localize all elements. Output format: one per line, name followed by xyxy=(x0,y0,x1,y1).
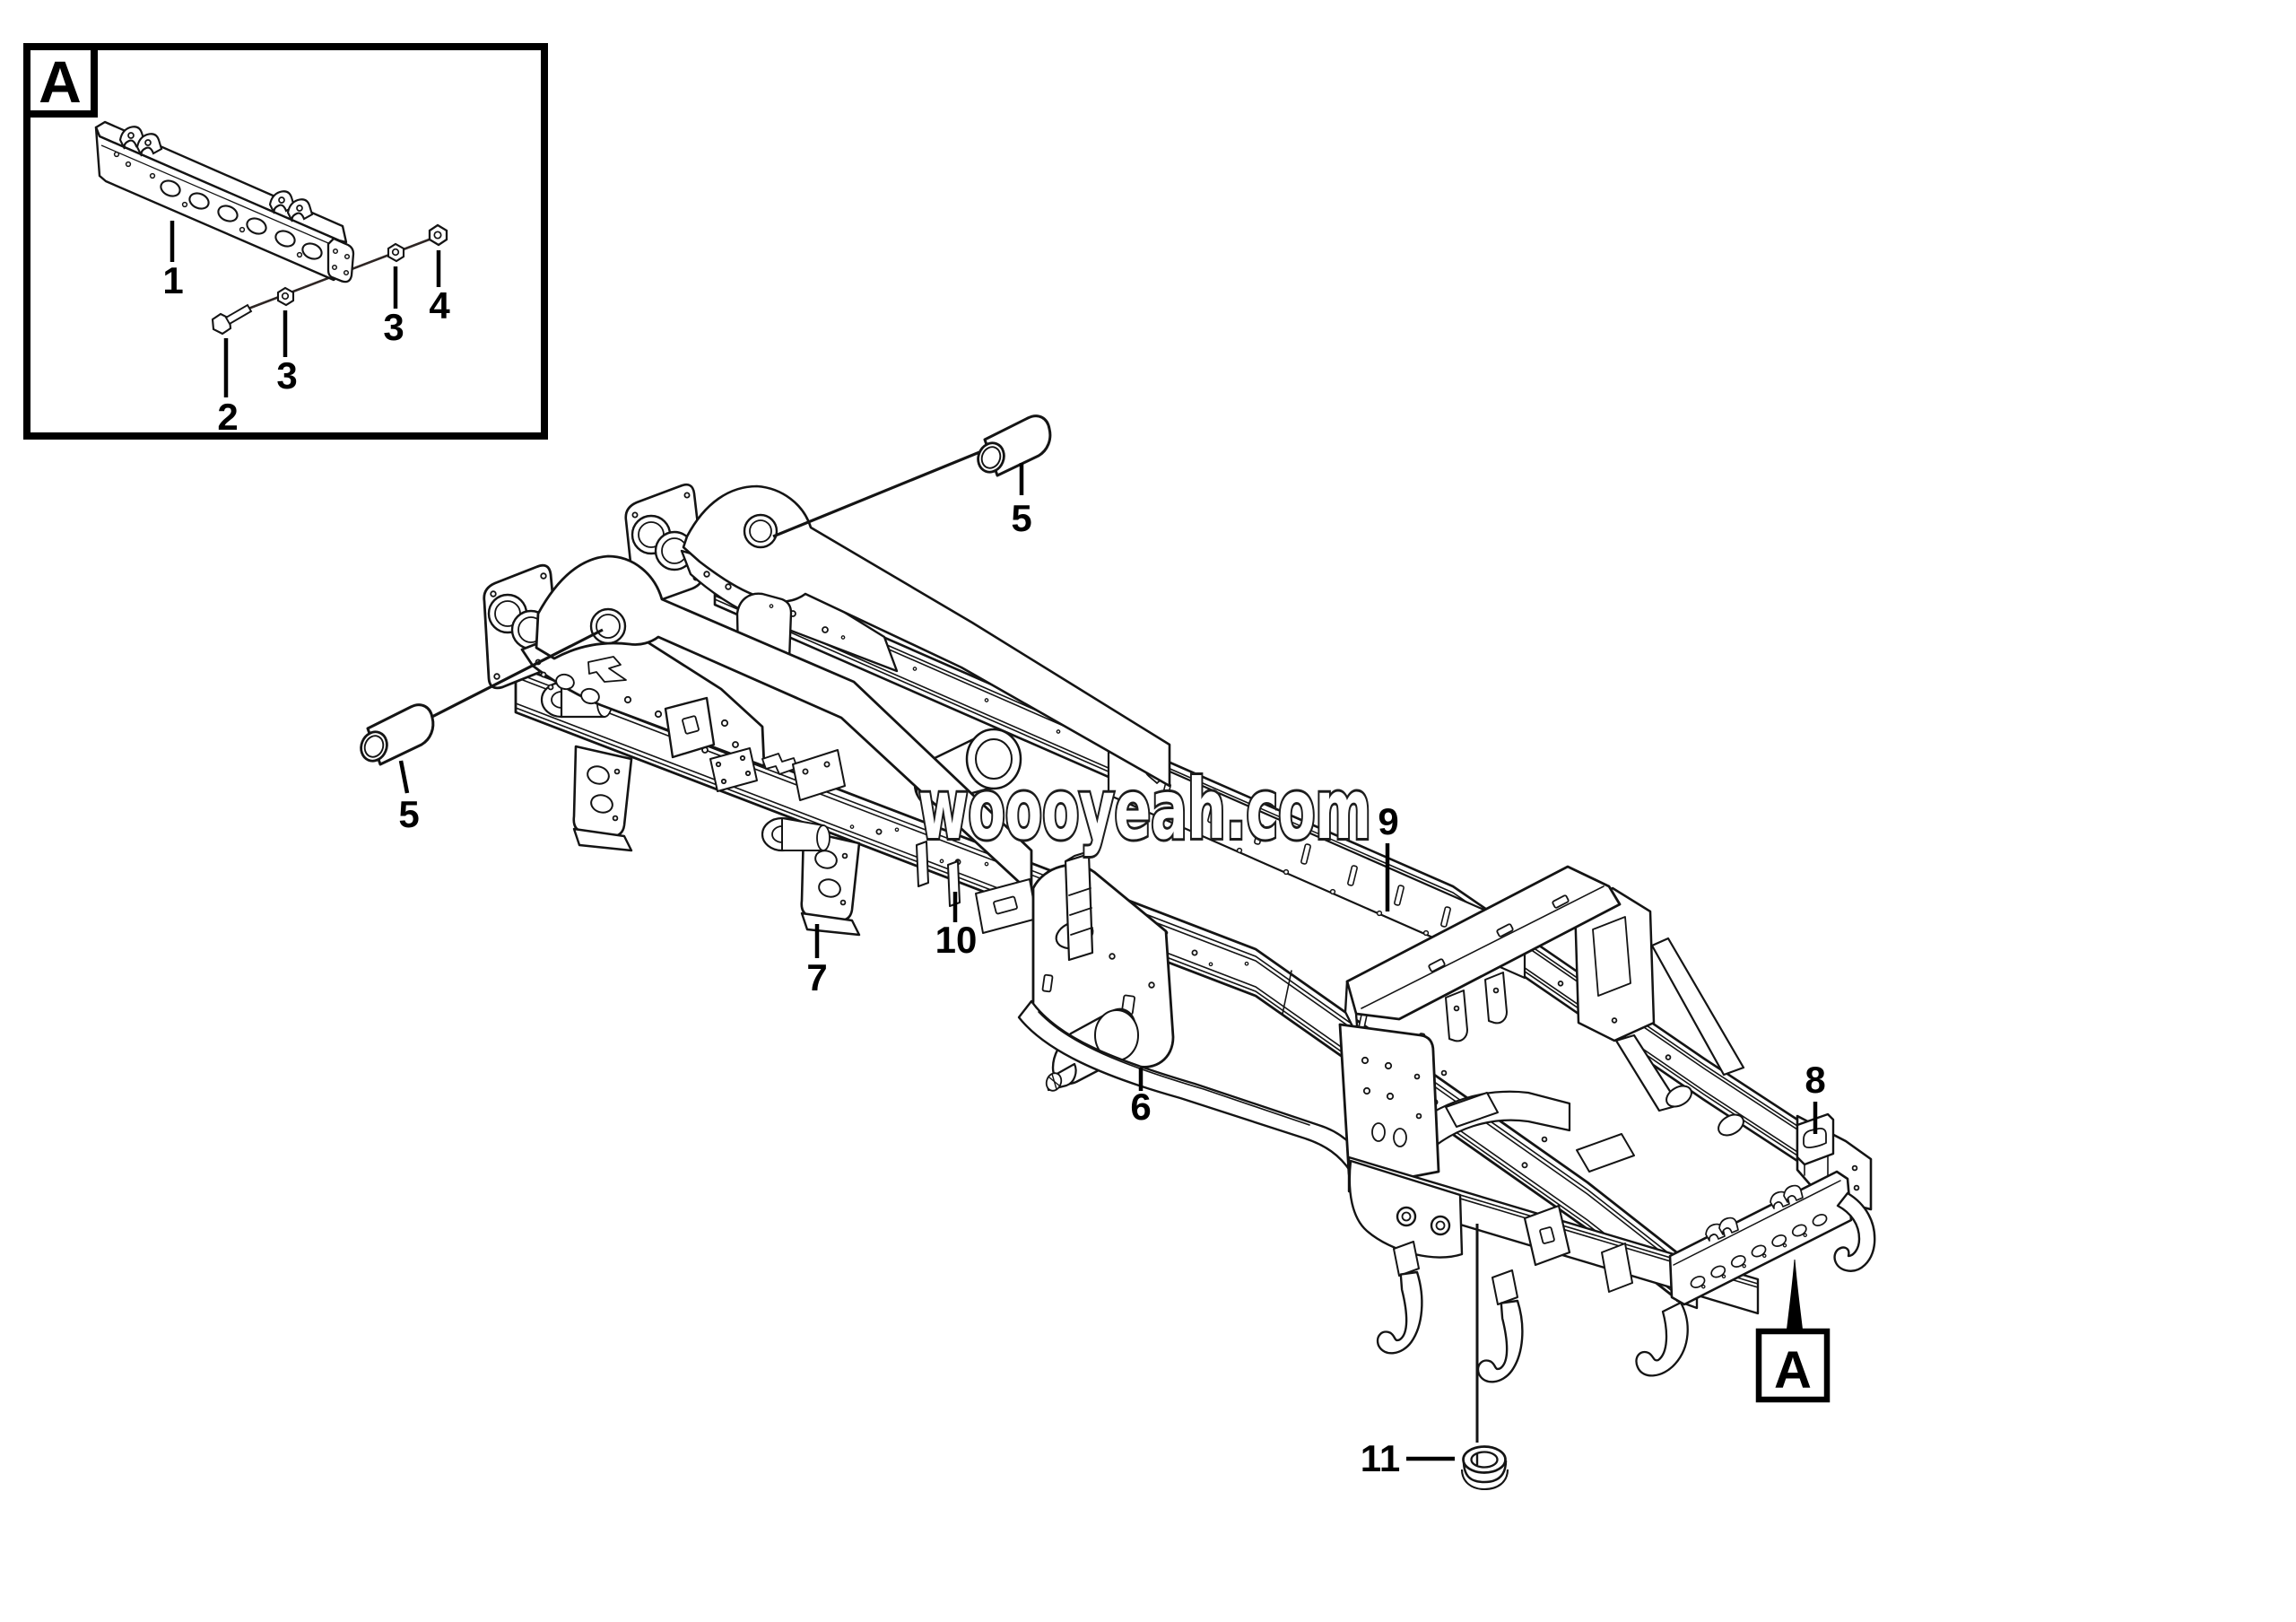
body-mount-legs xyxy=(572,745,861,937)
view-ref-arrow xyxy=(1786,1259,1804,1334)
detail-callout-4: 4 xyxy=(429,284,450,327)
view-ref-box xyxy=(1755,1328,1831,1403)
bushing-left-pointer-line xyxy=(419,628,604,725)
detail-box-a: A xyxy=(23,43,548,440)
bushing-part-top xyxy=(772,414,1052,538)
chassis-frame-drawing xyxy=(483,483,1876,1383)
callout-5-left: 5 xyxy=(398,793,419,835)
rear-frame-and-crossmember xyxy=(769,604,1876,1383)
callout-7: 7 xyxy=(806,956,827,998)
grommet-part-11 xyxy=(1460,1224,1509,1491)
callout-5-top: 5 xyxy=(1011,497,1031,539)
detail-box-label-box xyxy=(23,43,98,118)
detail-callout-2: 2 xyxy=(217,396,238,438)
watermark-text: woooyeah.com xyxy=(918,762,1371,858)
callout-numbers: 5 5 6 7 8 9 10 11 xyxy=(398,497,1825,1479)
rear-body-mount-saddle xyxy=(1338,865,1745,1188)
callout-8: 8 xyxy=(1805,1059,1825,1101)
detail-callout-3a: 3 xyxy=(276,354,297,397)
bushing-top-pointer-line xyxy=(772,447,989,538)
far-frame-rail xyxy=(713,562,1846,1193)
detail-callout-3b: 3 xyxy=(383,306,404,348)
callout-10: 10 xyxy=(935,919,978,961)
callout-6: 6 xyxy=(1130,1086,1151,1128)
mid-rail-brackets xyxy=(664,696,1038,934)
detail-callout-leaders xyxy=(170,221,441,397)
leader-5-left xyxy=(398,760,410,794)
detail-box-letter: A xyxy=(39,48,82,115)
detail-box-drawing xyxy=(94,120,448,336)
view-ref-letter: A xyxy=(1774,1341,1812,1400)
callout-9: 9 xyxy=(1378,800,1398,842)
bushing-part-left xyxy=(360,628,604,766)
callout-11: 11 xyxy=(1361,1437,1400,1479)
callout-leader-lines xyxy=(398,463,1818,1461)
detail-callout-1: 1 xyxy=(162,259,183,301)
view-ref-a: A xyxy=(1755,1259,1831,1403)
detail-callout-numbers: 1 2 3 3 4 xyxy=(162,259,450,438)
